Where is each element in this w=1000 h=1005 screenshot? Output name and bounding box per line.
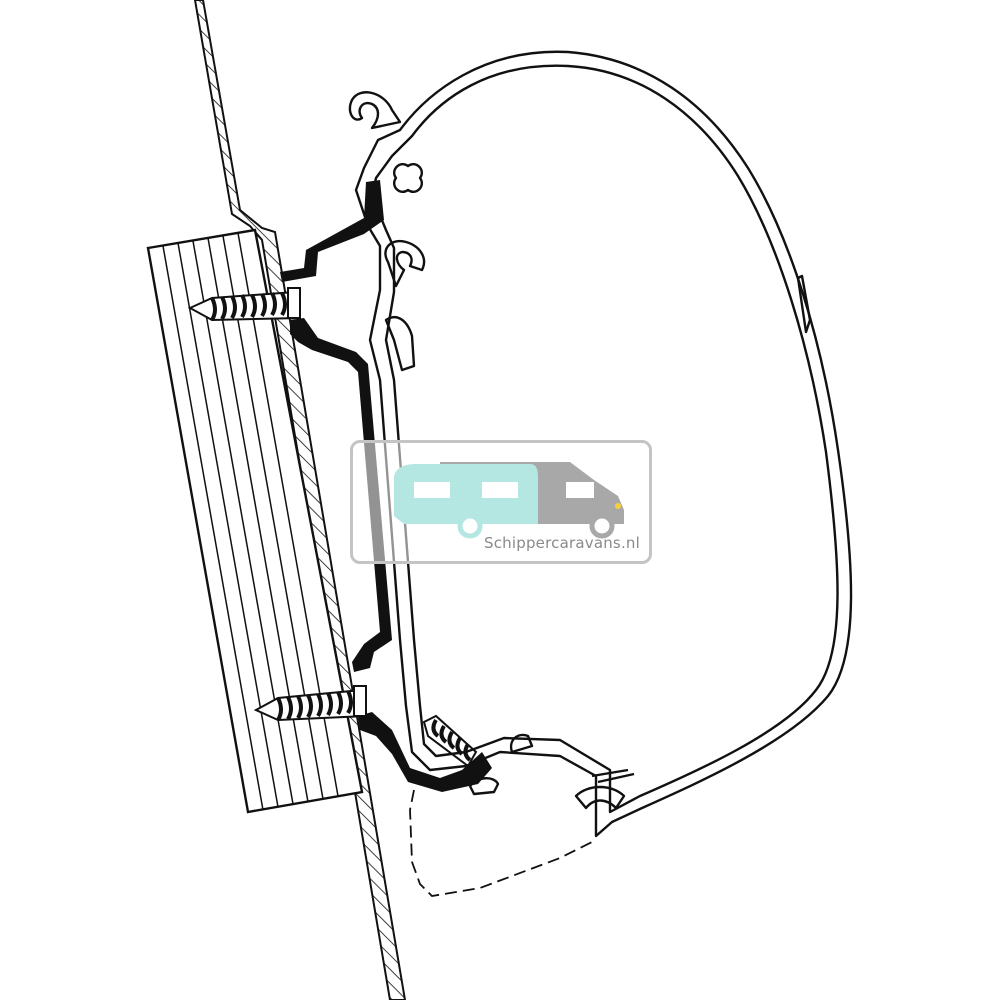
adapter-profile [280, 180, 492, 792]
upper-screw [187, 287, 302, 322]
lower-screw [253, 685, 368, 722]
caravan-logo-icon [394, 462, 624, 539]
awning-screw [422, 714, 478, 768]
dashed-outline [409, 789, 597, 897]
awning-cassette [348, 50, 853, 838]
watermark-text: Schippercaravans.nl [484, 534, 640, 552]
